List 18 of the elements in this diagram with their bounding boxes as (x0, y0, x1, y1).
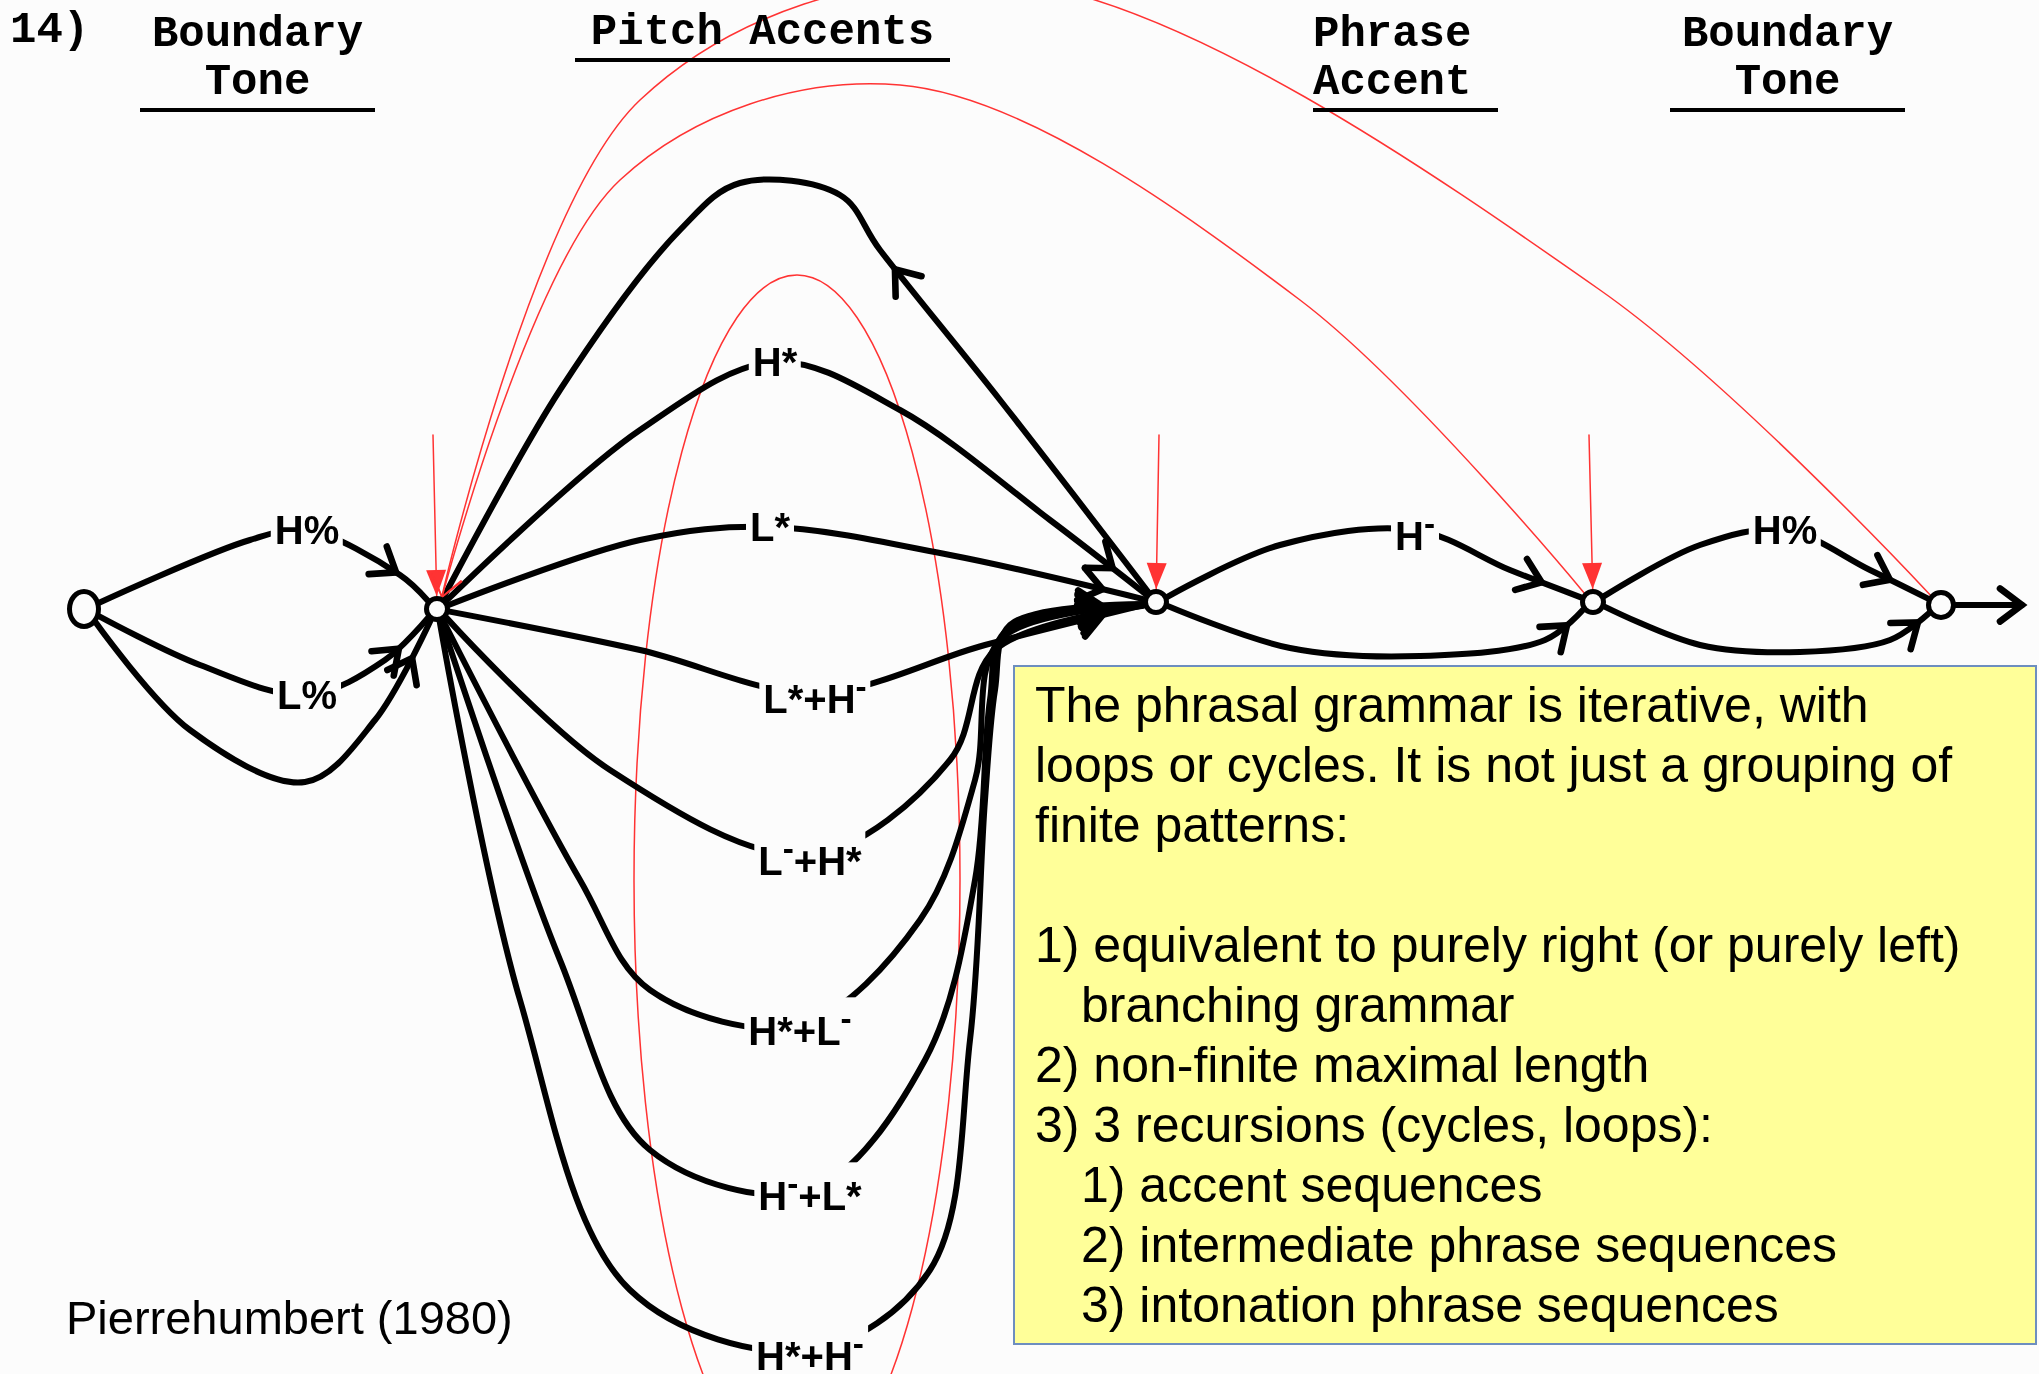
list-item: 1) equivalent to purely right (or purely left) branching grammar (1035, 916, 1962, 1035)
list-item: 1) accent sequences (1080, 1156, 1544, 1215)
note-box (1013, 665, 2037, 1345)
state-circle (67, 589, 101, 629)
list-item: 2) intermediate phrase sequences (1080, 1216, 1838, 1275)
column-heading: Pitch Accents (575, 8, 950, 62)
column-heading: Boundary Tone (1670, 10, 1905, 112)
list-item: 2) non-finite maximal length (1035, 1036, 1651, 1095)
state-circle (1926, 590, 1956, 620)
note-paragraph: The phrasal grammar is iterative, with loops or cycles. It is not just a grouping of finite patterns: (1035, 676, 1954, 855)
figure-number: 14) (10, 6, 91, 54)
list-item: 3) intonation phrase sequences (1080, 1276, 1780, 1335)
state-circle (1580, 589, 1606, 615)
state-circle (1143, 589, 1169, 615)
list-item: 3) 3 recursions (cycles, loops): (1035, 1096, 1714, 1155)
column-heading: Phrase Accent (1313, 10, 1498, 112)
citation: Pierrehumbert (1980) (66, 1290, 514, 1346)
column-heading: Boundary Tone (140, 10, 375, 112)
